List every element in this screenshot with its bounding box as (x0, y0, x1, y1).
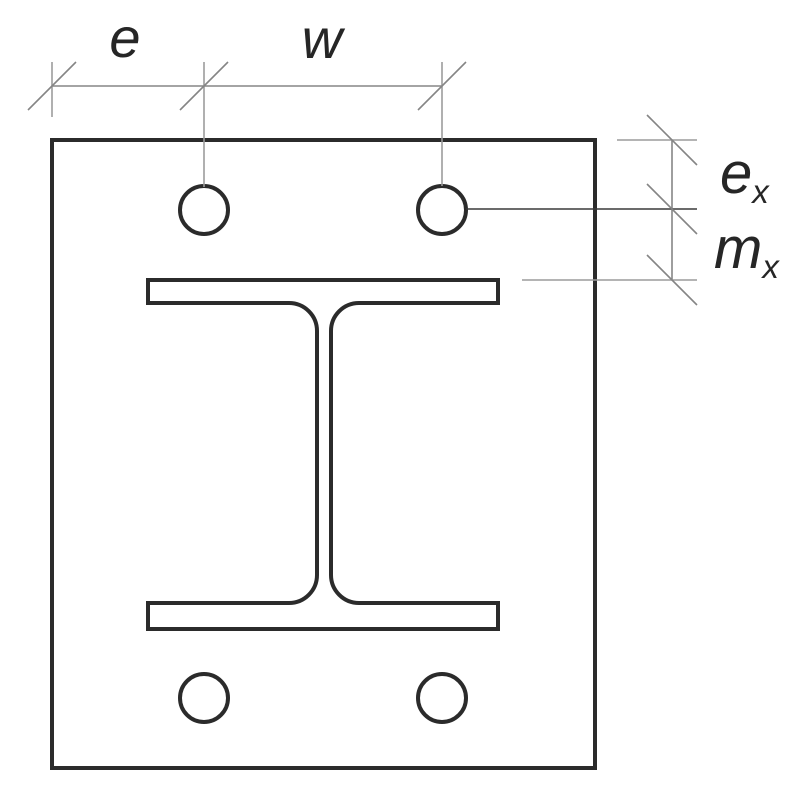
tick-mark-top-middle (179, 61, 229, 111)
tick-mark-right-middle (646, 183, 698, 235)
bolt-hole-bottom-right (416, 672, 468, 724)
dimension-label-mx: mx (714, 216, 780, 285)
dimension-label-mx-subscript: x (760, 248, 780, 285)
bolt-hole-bottom-left (178, 672, 230, 724)
dimension-label-e: e (109, 6, 140, 69)
bolt-hole-top-right (416, 184, 468, 236)
tick-mark-top-right (417, 61, 467, 111)
tick-mark-top-left (27, 61, 77, 111)
dimension-label-ex: ex (720, 141, 770, 210)
end-plate-outline (50, 138, 597, 770)
dimension-label-w: w (302, 7, 346, 70)
tick-mark-right-bottom (646, 254, 698, 306)
dimension-label-mx-base: m (714, 216, 762, 281)
dimension-label-ex-subscript: x (750, 173, 770, 210)
i-beam-section-outline (146, 278, 500, 631)
tick-mark-right-top (646, 114, 698, 166)
bolt-hole-top-left (178, 184, 230, 236)
dimension-label-ex-base: e (720, 141, 752, 206)
